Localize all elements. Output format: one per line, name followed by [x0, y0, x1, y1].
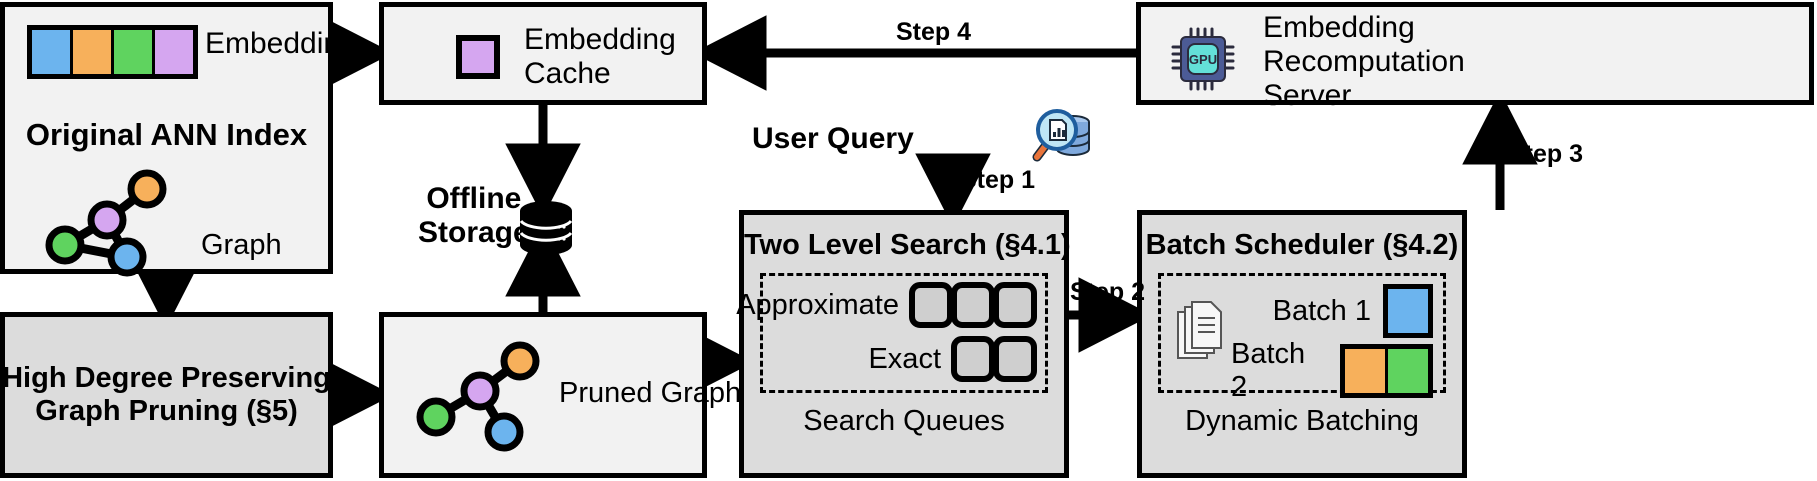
step-3-label: Step 3 — [1508, 140, 1584, 168]
batch-label-2: Batch 2 — [1231, 338, 1306, 403]
embedding-swatch-green — [114, 30, 155, 74]
batch-row-1: Batch 1 — [1231, 284, 1433, 338]
embedding-recomputation-server-panel: GPU Embedding Recomputation Server — [1136, 2, 1814, 112]
user-query-label: User Query — [752, 122, 914, 155]
pruned-graph-panel: Pruned Graph — [379, 312, 741, 478]
queue-cells-exact — [951, 336, 1037, 382]
batch-row-2: Batch 2 — [1231, 338, 1433, 404]
gpu-chip-icon: GPU — [1171, 27, 1235, 91]
embedding-swatch-purple — [155, 30, 193, 74]
dynamic-batching-footer: Dynamic Batching — [1185, 405, 1419, 437]
batch-cells-1 — [1383, 284, 1433, 338]
pruned-graph-label: Pruned Graph — [559, 377, 742, 409]
offline-storage-label: Offline Storage — [418, 182, 530, 249]
queue-cell[interactable] — [951, 282, 995, 328]
ann-graph-icon — [45, 169, 167, 277]
batch-scheduler-title: Batch Scheduler (§4.2) — [1145, 229, 1459, 261]
pruned-graph-icon — [416, 341, 540, 452]
embedding-vector-swatches — [27, 25, 198, 79]
queue-cell[interactable] — [951, 336, 995, 382]
search-queues-group: Approximate Exact — [736, 273, 1048, 393]
dynamic-batching-group: Batch 1 Batch 2 — [1158, 273, 1446, 403]
database-icon — [519, 201, 573, 255]
batch-cell-orange[interactable] — [1345, 349, 1388, 393]
queue-label-approximate: Approximate — [736, 288, 899, 321]
step-2-label: Step 2 — [1070, 278, 1146, 306]
batch-label-1: Batch 1 — [1272, 294, 1371, 327]
batch-cells-2 — [1340, 344, 1433, 398]
queue-row-exact: Exact — [771, 336, 1037, 382]
embedding-cache-label: Embedding Cache — [524, 23, 676, 91]
batch-cell-blue[interactable] — [1388, 289, 1428, 333]
embedding-label: Embedding — [205, 27, 357, 60]
step-4-label: Step 4 — [896, 18, 972, 46]
gpu-icon-text: GPU — [1189, 52, 1217, 67]
queue-row-approximate: Approximate — [736, 282, 1037, 328]
ann-graph-label: Graph — [201, 229, 282, 261]
embedding-cache-swatch — [456, 35, 500, 79]
original-ann-index-title: Original ANN Index — [25, 117, 308, 152]
embedding-cache-panel: Embedding Cache — [379, 2, 707, 105]
queue-cells-approximate — [909, 282, 1037, 328]
graph-pruning-panel: High Degree Preserving Graph Pruning (§5… — [0, 312, 333, 478]
graph-pruning-label: High Degree Preserving Graph Pruning (§5… — [2, 361, 331, 427]
two-level-search-panel: Two Level Search (§4.1) Approximate Exac… — [736, 210, 1071, 478]
search-queues-footer: Search Queues — [803, 405, 1005, 437]
queue-cell[interactable] — [909, 282, 953, 328]
batch-cell-green[interactable] — [1388, 349, 1428, 393]
two-level-search-title: Two Level Search (§4.1) — [744, 229, 1071, 261]
query-search-database-icon — [1032, 109, 1090, 162]
documents-icon — [1177, 301, 1222, 359]
queue-cell[interactable] — [993, 336, 1037, 382]
embedding-swatch-orange — [73, 30, 114, 74]
embedding-swatch-blue — [32, 30, 73, 74]
queue-cell[interactable] — [993, 282, 1037, 328]
queue-label-exact: Exact — [868, 342, 941, 375]
step-1-label: Step 1 — [960, 166, 1036, 194]
embedding-recomputation-server-label: Embedding Recomputation Server — [1263, 11, 1465, 112]
original-ann-index-panel: Embedding Original ANN Index Graph — [0, 2, 357, 277]
batch-scheduler-panel: Batch Scheduler (§4.2) Batch 1 — [1137, 210, 1467, 478]
